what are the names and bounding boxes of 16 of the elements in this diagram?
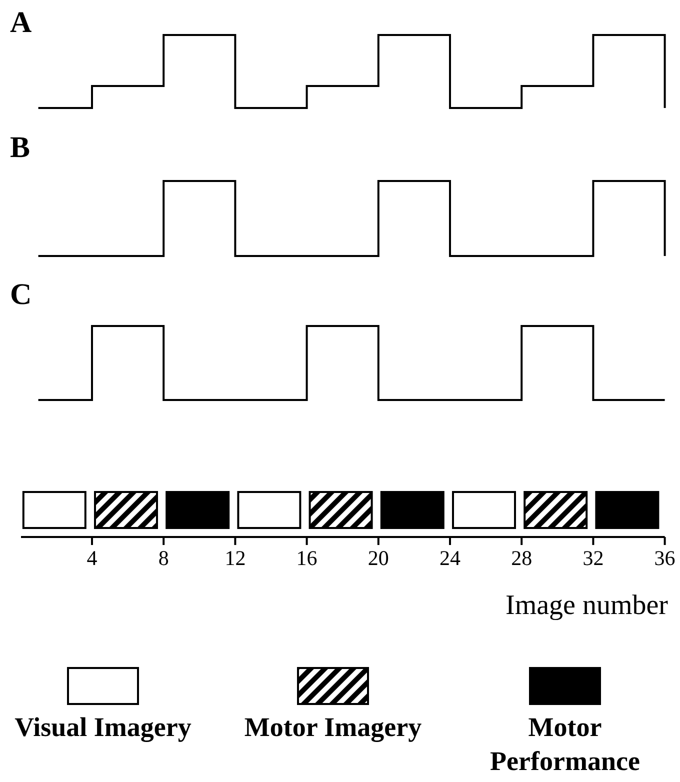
tick-label: 36 bbox=[654, 548, 676, 569]
panel-letter: A bbox=[10, 8, 32, 38]
tick-label: 12 bbox=[224, 548, 246, 569]
legend-label: Motor Imagery bbox=[243, 711, 423, 744]
tick-label: 8 bbox=[158, 548, 169, 569]
legend-label: Visual Imagery bbox=[14, 711, 192, 744]
tick-label: 20 bbox=[368, 548, 389, 569]
tick-label: 28 bbox=[511, 548, 532, 569]
tick-label: 16 bbox=[296, 548, 318, 569]
panel-letter: C bbox=[10, 280, 32, 310]
panel-letter: B bbox=[10, 133, 30, 163]
tick-label: 24 bbox=[440, 548, 460, 569]
legend-label: Motor Performance bbox=[489, 711, 641, 778]
tick-label: 4 bbox=[86, 548, 98, 569]
tick-label: 32 bbox=[582, 548, 604, 569]
axis-title: Image number bbox=[506, 592, 668, 620]
